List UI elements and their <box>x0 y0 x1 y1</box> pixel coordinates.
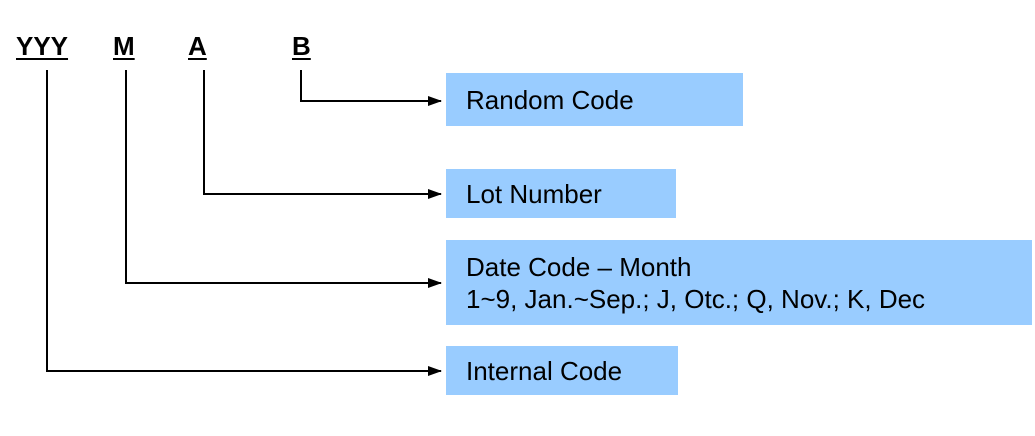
date-code-detail: 1~9, Jan.~Sep.; J, Otc.; Q, Nov.; K, Dec <box>466 283 926 314</box>
internal-code-box: Internal Code <box>446 346 678 395</box>
connector-a-to-lot-number <box>203 70 442 199</box>
random-code-label: Random Code <box>466 84 634 115</box>
code-letter-m: M <box>113 31 135 61</box>
random-code-box: Random Code <box>446 73 743 126</box>
lot-number-box: Lot Number <box>446 169 676 218</box>
code-letter-b: B <box>292 31 311 61</box>
code-letter-yyy: YYY <box>16 31 69 61</box>
date-code-title: Date Code – Month <box>466 251 692 282</box>
connector-b-to-random-code <box>300 70 442 106</box>
lot-number-label: Lot Number <box>466 178 602 209</box>
internal-code-label: Internal Code <box>466 355 623 386</box>
connector-yyy-to-internal-code <box>46 70 442 376</box>
date-code-month-box: Date Code – Month 1~9, Jan.~Sep.; J, Otc… <box>446 240 1032 325</box>
connector-m-to-date-code <box>125 70 442 288</box>
code-letter-a: A <box>188 31 207 61</box>
